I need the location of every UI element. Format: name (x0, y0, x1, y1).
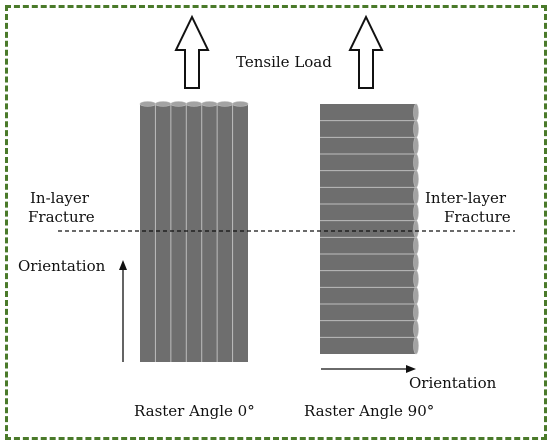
filament (232, 101, 249, 362)
orientation-arrow-vertical (119, 260, 127, 362)
in-layer-fracture-label: Fracture (28, 208, 95, 226)
filament (320, 120, 419, 138)
orientation-arrow-horizontal (321, 365, 416, 373)
diagram-border (5, 5, 547, 440)
inter-layer-fracture-label: Fracture (444, 208, 511, 226)
filament (185, 101, 203, 362)
tensile-load-label: Tensile Load (236, 53, 332, 71)
load-arrow-left (174, 14, 210, 89)
filament (320, 170, 419, 188)
filament (320, 336, 419, 355)
filament (320, 220, 419, 238)
filament (320, 203, 419, 221)
filament (320, 186, 419, 205)
load-arrow-right (348, 14, 384, 89)
specimen-raster-0 (139, 101, 249, 362)
filament (320, 253, 419, 271)
orientation-label-right: Orientation (409, 374, 497, 392)
filament (320, 236, 419, 255)
filament (320, 303, 419, 321)
filament (320, 270, 419, 288)
filament (170, 101, 187, 362)
raster-angle-90-label: Raster Angle 90° (304, 402, 435, 420)
raster-angle-0-label: Raster Angle 0° (134, 402, 255, 420)
inter-layer-label: Inter-layer (425, 189, 506, 207)
orientation-label-left: Orientation (18, 257, 106, 275)
filament (320, 320, 419, 338)
filament (216, 101, 233, 362)
specimen-raster-90 (320, 103, 419, 355)
filament (139, 101, 156, 362)
filament (320, 286, 419, 305)
in-layer-label: In-layer (30, 189, 89, 207)
filament (154, 101, 172, 362)
filament (320, 103, 419, 121)
filament (320, 153, 419, 171)
filament (201, 101, 218, 362)
filament (320, 136, 419, 155)
